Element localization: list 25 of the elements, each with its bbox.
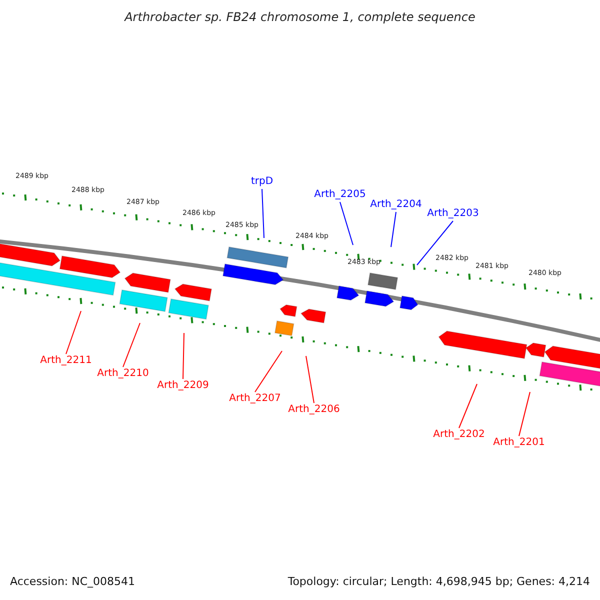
sequence-info: Accession: NC_008541 — [10, 575, 136, 588]
gene-label: Arth_2211 — [40, 355, 92, 367]
map-title: Arthrobacter sp. FB24 chromosome 1, complete sequence — [123, 10, 476, 24]
gene-label: trpD — [250, 176, 274, 188]
leader-line — [122, 322, 140, 368]
leader-line — [182, 332, 184, 380]
leader-line — [254, 350, 282, 392]
gene-label: Arth_2206 — [288, 404, 340, 416]
leader-line — [66, 310, 82, 354]
gene-label: Arth_2209 — [157, 380, 209, 392]
leader-line — [458, 384, 478, 428]
leader-line — [416, 220, 454, 266]
leader-line — [306, 356, 314, 404]
gene-label: Arth_2210 — [97, 368, 149, 380]
leader-line — [390, 212, 396, 248]
gene-label: Arth_2201 — [493, 437, 545, 449]
sequence-info: Topology: circular; Length: 4,698,945 bp; Genes: 4,214 — [288, 575, 590, 588]
leader-line — [340, 202, 354, 246]
gene-label: Arth_2202 — [433, 429, 485, 441]
gene-label: Arth_2205 — [314, 189, 366, 201]
leader-line — [518, 392, 530, 436]
gene-label: Arth_2204 — [370, 199, 422, 211]
gene-label: Arth_2203 — [427, 208, 479, 220]
leader-line — [262, 188, 264, 238]
gene-label: Arth_2207 — [229, 393, 281, 405]
